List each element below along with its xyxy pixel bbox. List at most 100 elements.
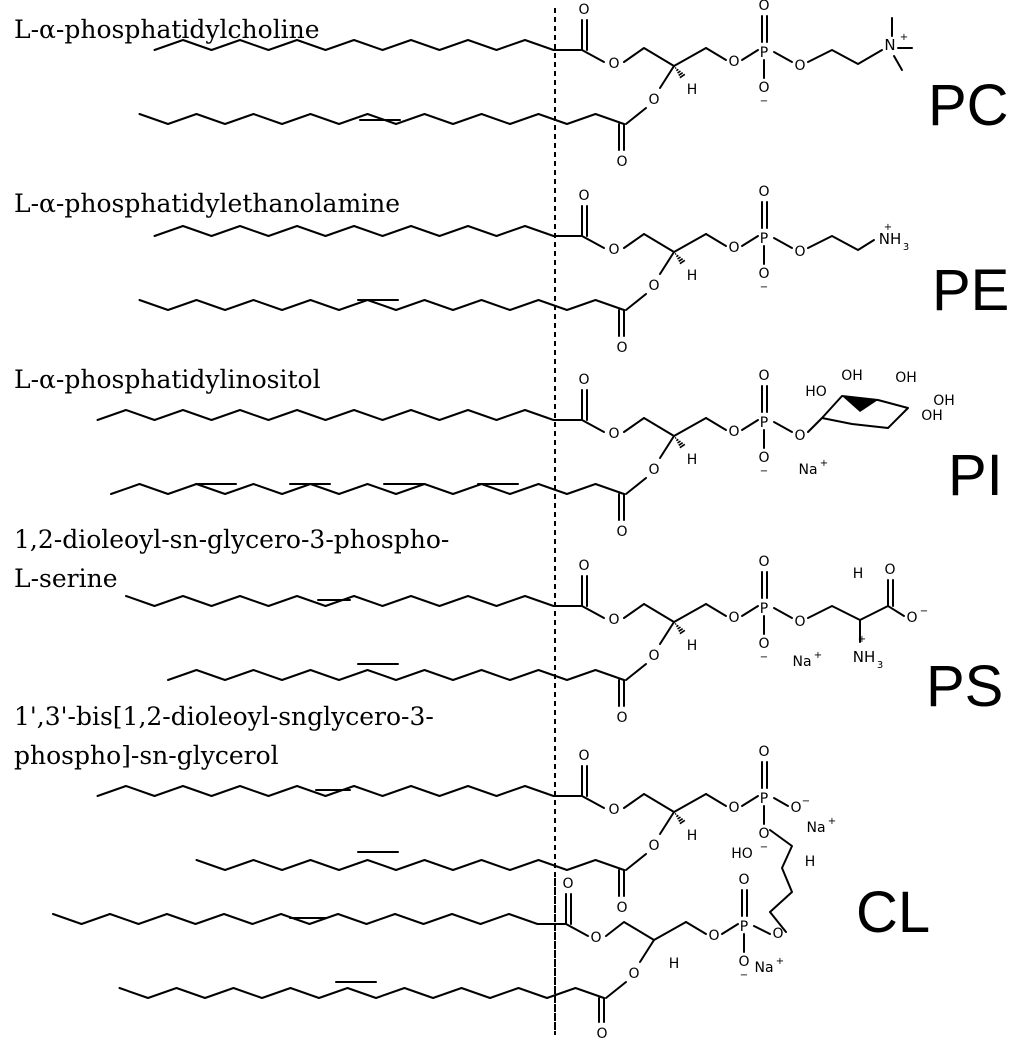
pe-ethanolamine bbox=[807, 235, 875, 251]
pi-phosphoryl-oxygen: O bbox=[758, 368, 769, 384]
pi-hydroxyl-4: OH bbox=[933, 393, 955, 409]
ps-ester-oxygen: O bbox=[608, 612, 619, 628]
cl-a-lower-carbonyl-oxygen: O bbox=[616, 900, 627, 916]
title-pi: L-α-phosphatidylinositol bbox=[14, 365, 321, 394]
title-ps-line2: L-serine bbox=[14, 564, 118, 593]
pi-wedge bbox=[679, 443, 686, 449]
pi-ester-oxygen-2: O bbox=[794, 428, 805, 444]
cl-central-glycerol bbox=[769, 829, 793, 913]
cl-b-sodium: Na bbox=[754, 960, 773, 976]
pe-p-o-bond bbox=[773, 237, 793, 249]
pe-op-bond bbox=[741, 235, 759, 247]
pe-sn2-ester bbox=[625, 293, 647, 311]
pe-anionic-oxygen: O bbox=[758, 266, 769, 282]
cl-b-sn2-oxygen: O bbox=[628, 966, 639, 982]
pi-sodium-plus: + bbox=[820, 458, 828, 469]
pi-sodium: Na bbox=[798, 462, 817, 478]
pc-wedge bbox=[675, 68, 679, 72]
pe-wedge bbox=[674, 253, 677, 255]
cl-a-wedge bbox=[678, 818, 684, 822]
pi-upper-chain bbox=[96, 409, 583, 421]
pc-wedge bbox=[679, 73, 686, 79]
pi-anionic-oxygen: O bbox=[758, 450, 769, 466]
pc-anionic-oxygen: O bbox=[758, 80, 769, 96]
abbr-ps: PS bbox=[926, 654, 1003, 719]
pc-ester-oxygen: O bbox=[608, 56, 619, 72]
pe-upper-chain bbox=[153, 225, 583, 237]
cl-a-phosphorus: P bbox=[760, 791, 768, 807]
pc-wedge bbox=[674, 67, 677, 69]
pc-phosphoryl-oxygen: O bbox=[758, 0, 769, 14]
pc-wedge bbox=[677, 70, 681, 74]
ps-plus: + bbox=[858, 634, 866, 645]
pe-ester-oxygen: O bbox=[608, 242, 619, 258]
pi-hydroxyl-5: OH bbox=[921, 408, 943, 424]
cl-b-lower-chain bbox=[118, 987, 605, 999]
title-cl-line1: 1',3'-bis[1,2-dioleoyl-snglycero-3- bbox=[14, 702, 434, 731]
pe-ester-bond bbox=[581, 235, 605, 249]
pi-sn2-oxygen: O bbox=[648, 462, 659, 478]
title-ps-line1: 1,2-dioleoyl-sn-glycero-3-phospho- bbox=[14, 525, 449, 554]
pe-carbonyl-oxygen: O bbox=[578, 188, 589, 204]
pi-wedge bbox=[674, 437, 677, 439]
ps-phosphoryl-oxygen: O bbox=[758, 554, 769, 570]
pc-upper-chain bbox=[153, 39, 583, 51]
ps-lower-carbonyl-oxygen: O bbox=[616, 710, 627, 726]
ps-sn2-oxygen: O bbox=[648, 648, 659, 664]
cl-b-glycerol bbox=[605, 921, 687, 941]
pc-ester-bond bbox=[581, 49, 605, 63]
ps-carboxyl-bond bbox=[859, 605, 889, 621]
pe-wedge bbox=[675, 254, 679, 258]
pc-minus-charge: − bbox=[760, 96, 768, 107]
pi-op-bond bbox=[741, 419, 759, 431]
cl-a-wedge bbox=[674, 813, 677, 815]
cl-b-sodium-plus: + bbox=[776, 956, 784, 967]
ps-upper-chain bbox=[125, 595, 583, 607]
pi-carbonyl-oxygen: O bbox=[578, 372, 589, 388]
cl-b-glycerol-oxygen: O bbox=[772, 926, 783, 942]
pe-wedge bbox=[677, 256, 681, 260]
cl-a-sn2-bond bbox=[659, 811, 675, 835]
ps-anionic-oxygen: O bbox=[758, 636, 769, 652]
pi-glycerol bbox=[623, 417, 707, 437]
ps-ester-bond bbox=[581, 605, 605, 619]
ps-phospho-link bbox=[705, 603, 727, 617]
pi-wedge bbox=[678, 442, 684, 446]
cl-b-carbonyl-oxygen: O bbox=[562, 876, 573, 892]
cl-a-p-o-minus-bond bbox=[773, 797, 789, 807]
pi-hydroxyl-1: HO bbox=[805, 384, 827, 400]
abbr-pi: PI bbox=[948, 443, 1003, 508]
pc-carbonyl-oxygen: O bbox=[578, 2, 589, 18]
pc-wedge bbox=[678, 72, 684, 76]
cl-b-phospho-oxygen: O bbox=[708, 928, 719, 944]
cl-b-p-o-bond bbox=[753, 925, 771, 935]
pe-glycerol bbox=[623, 233, 707, 253]
pc-methyl-3 bbox=[893, 55, 903, 71]
cl-b-sn2-bond bbox=[639, 939, 655, 963]
pc-phospho-oxygen: O bbox=[728, 54, 739, 70]
cl-a-glycerol bbox=[623, 793, 707, 813]
cl-b-op-bond bbox=[721, 923, 739, 935]
pe-wedge bbox=[678, 258, 684, 262]
ps-p-o-bond bbox=[773, 607, 793, 619]
cl-a-minus-charge: − bbox=[760, 842, 768, 853]
cl-a-anionic-oxygen: O bbox=[758, 826, 769, 842]
cl-b-stereo-h: H bbox=[669, 956, 680, 972]
pc-sn2-ester bbox=[625, 107, 647, 125]
pc-p-o-bond bbox=[773, 51, 793, 63]
ps-carbonyl-oxygen: O bbox=[578, 558, 589, 574]
pe-lower-chain bbox=[138, 299, 625, 311]
ps-alpha-h: H bbox=[853, 566, 864, 582]
pe-sn2-bond bbox=[659, 251, 675, 275]
pi-ester-oxygen: O bbox=[608, 426, 619, 442]
ps-sodium-plus: + bbox=[814, 650, 822, 661]
pe-phospho-link bbox=[705, 233, 727, 247]
cl-a-minus-2: − bbox=[802, 796, 810, 807]
ps-subscript-3: 3 bbox=[877, 660, 883, 671]
pe-sn2-oxygen: O bbox=[648, 278, 659, 294]
cl-a-phospho-link bbox=[705, 793, 727, 807]
ps-wedge bbox=[678, 628, 684, 632]
pc-plus: + bbox=[900, 32, 908, 43]
